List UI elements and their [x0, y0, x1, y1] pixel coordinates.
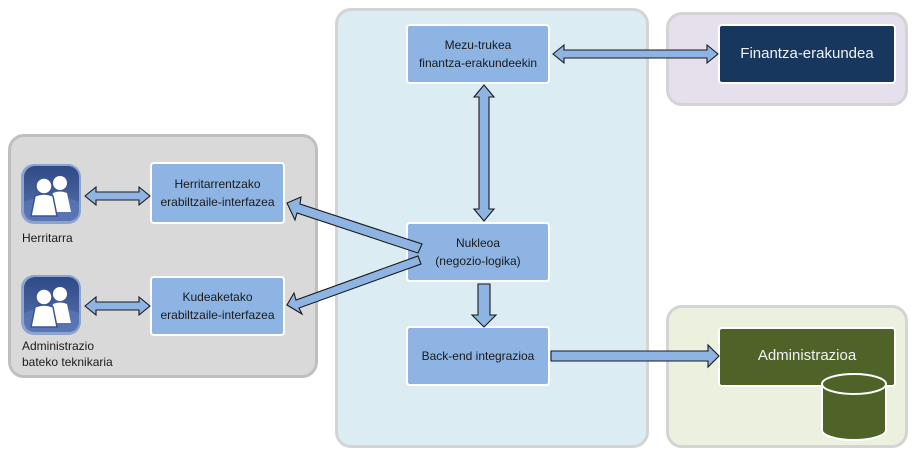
users-icon	[21, 275, 81, 335]
citizen-ui-box: Herritarrentzako erabiltzaile-interfazea	[150, 162, 285, 224]
actor-label-technician: Administrazio bateko teknikaria	[22, 339, 113, 369]
database-icon	[821, 373, 887, 441]
financial-institution-box: Finantza-erakundea	[718, 24, 896, 84]
actor-label-citizen: Herritarra	[22, 231, 73, 245]
messaging-label: Mezu-trukea finantza-erakundeekin	[418, 38, 538, 70]
users-icon	[21, 164, 81, 224]
core-box: Nukleoa (negozio-logika)	[406, 222, 550, 282]
admin-ui-label: Kudeaketako erabiltzaile-interfazea	[160, 290, 275, 322]
citizen-ui-label: Herritarrentzako erabiltzaile-interfazea	[160, 177, 275, 209]
backend-integration-label: Back-end integrazioa	[421, 349, 535, 363]
admin-ui-box: Kudeaketako erabiltzaile-interfazea	[150, 276, 285, 336]
messaging-box: Mezu-trukea finantza-erakundeekin	[406, 24, 550, 84]
backend-integration-box: Back-end integrazioa	[406, 326, 550, 386]
financial-institution-label: Finantza-erakundea	[740, 45, 874, 62]
core-label: Nukleoa (negozio-logika)	[435, 236, 521, 268]
administration-label: Administrazioa	[757, 347, 857, 364]
